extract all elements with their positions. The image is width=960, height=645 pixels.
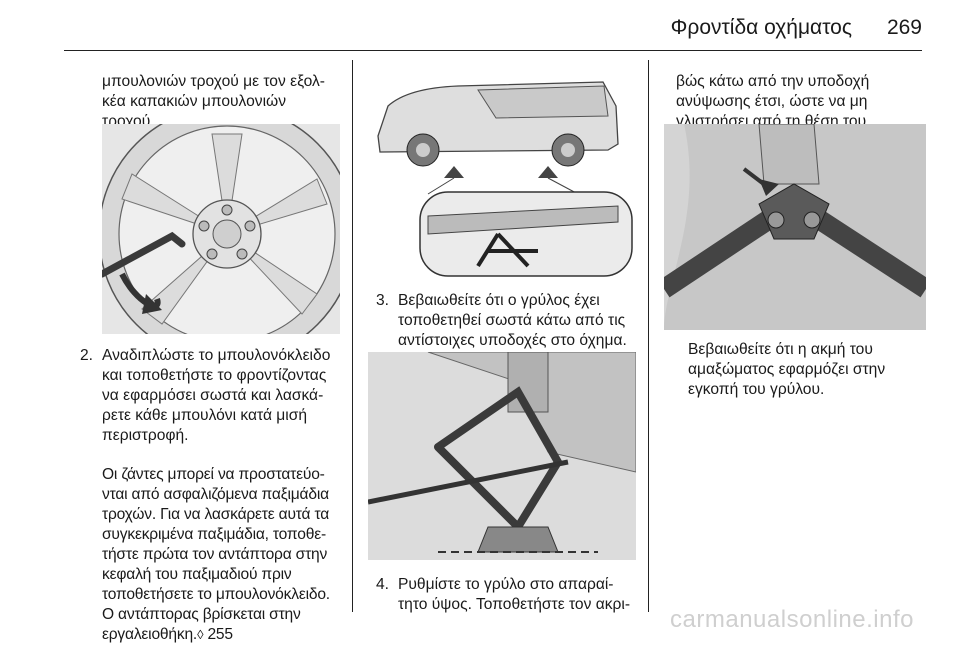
note-notch: Βεβαιωθείτε ότι η ακμή του αμαξώματος εφ… [688, 341, 886, 398]
column-divider-1 [352, 60, 353, 612]
column-divider-2 [648, 60, 649, 612]
watermark: carmanualsonline.info [670, 606, 914, 633]
note-locking-nuts: Οι ζάντες μπορεί να προστατεύο- νται από… [102, 445, 350, 645]
jack-notch-illustration [664, 124, 926, 330]
header-rule [64, 50, 922, 51]
intro-text: μπουλονιών τροχού με τον εξολ- κέα καπακ… [102, 73, 325, 130]
page-number: 269 [886, 16, 922, 39]
page-header-title: Φροντίδα οχήματος [670, 16, 852, 39]
jack-adjust-illustration [368, 352, 636, 560]
wheel-illustration [102, 124, 340, 334]
page-reference-icon: ◊ [197, 627, 204, 642]
page-reference-link[interactable]: 255 [207, 626, 233, 643]
note-locking-nuts-text: Οι ζάντες μπορεί να προστατεύο- νται από… [102, 466, 330, 643]
step-4-text: Ρυθμίστε το γρύλο στο απαραί- τητο ύψος.… [398, 576, 631, 613]
step-2-text: Αναδιπλώστε το μπουλονόκλειδο και τοποθε… [102, 347, 331, 444]
step-2-number: 2. [80, 347, 94, 364]
step-3-number: 3. [376, 292, 390, 309]
step-3-text: Βεβαιωθείτε ότι ο γρύλος έχει τοποθετηθε… [398, 292, 627, 349]
step-4-number: 4. [376, 576, 390, 593]
vehicle-jack-points-illustration [368, 66, 636, 278]
continued-text: βώς κάτω από την υποδοχή ανύψωσης έτσι, … [676, 73, 871, 130]
